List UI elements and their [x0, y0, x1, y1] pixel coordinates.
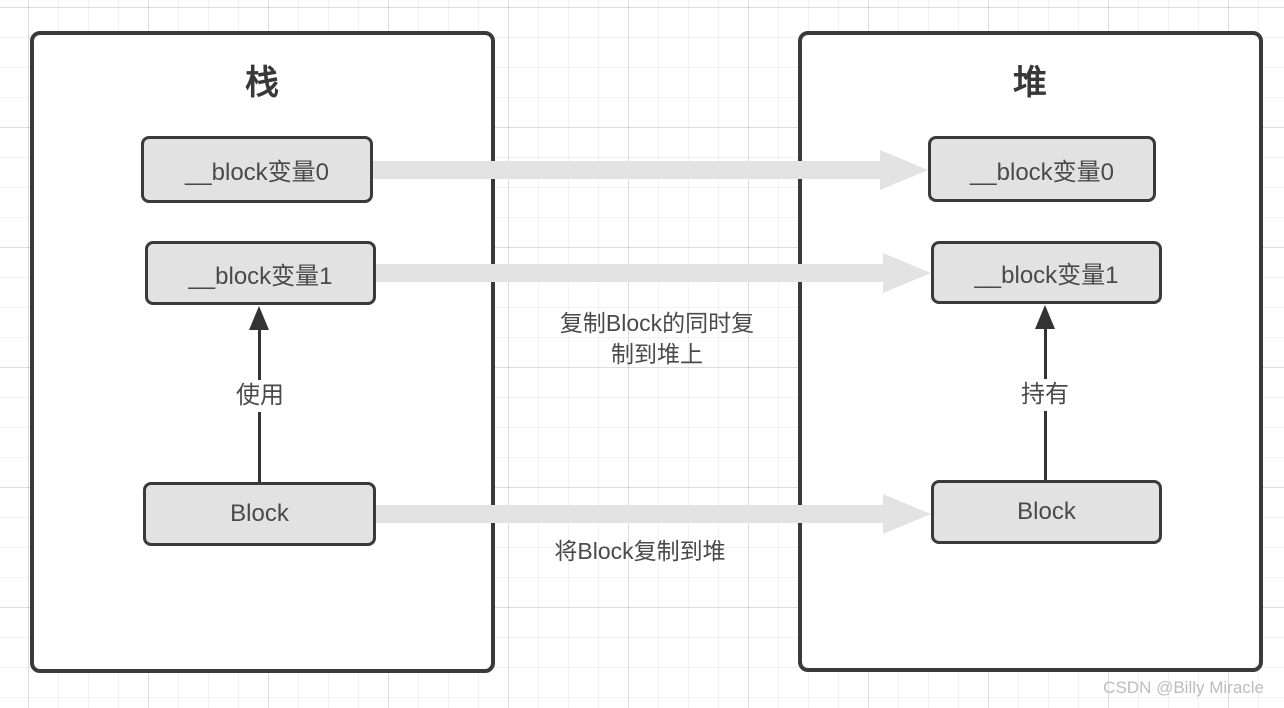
copy-arrow-var1-shaft: [374, 264, 883, 282]
heap-node-block-var0: __block变量0: [928, 136, 1156, 202]
heap-node-block: Block: [931, 480, 1162, 544]
heap-node-block-var1: __block变量1: [931, 241, 1162, 304]
stack-use-label: 使用: [224, 380, 296, 412]
watermark-text: CSDN @Billy Miracle: [1103, 678, 1264, 697]
stack-use-arrowhead-icon: [249, 306, 269, 330]
copy-arrow-block-shaft: [374, 505, 883, 523]
heap-hold-label: 持有: [1009, 379, 1081, 411]
heap-panel-title: 堆: [1013, 64, 1048, 102]
stack-node-block-var1: __block变量1: [145, 241, 376, 305]
copy-arrow-var1-arrowhead-icon: [883, 253, 931, 293]
copy-vars-annotation: 复制Block的同时复 制到堆上: [507, 308, 807, 370]
copy-arrow-block-arrowhead-icon: [883, 494, 931, 534]
copy-arrow-var0-shaft: [372, 161, 880, 179]
stack-panel: 栈: [30, 31, 495, 673]
stack-node-block-var0: __block变量0: [141, 136, 373, 203]
copy-vars-annotation-line1: 复制Block的同时复: [559, 310, 755, 336]
stack-node-block: Block: [143, 482, 376, 546]
heap-panel: 堆: [798, 31, 1263, 672]
copy-vars-annotation-line2: 制到堆上: [611, 341, 703, 367]
stack-panel-title: 栈: [245, 64, 280, 102]
copy-arrow-var0-arrowhead-icon: [880, 150, 928, 190]
heap-hold-arrowhead-icon: [1035, 305, 1055, 329]
copy-block-annotation: 将Block复制到堆: [554, 538, 726, 564]
